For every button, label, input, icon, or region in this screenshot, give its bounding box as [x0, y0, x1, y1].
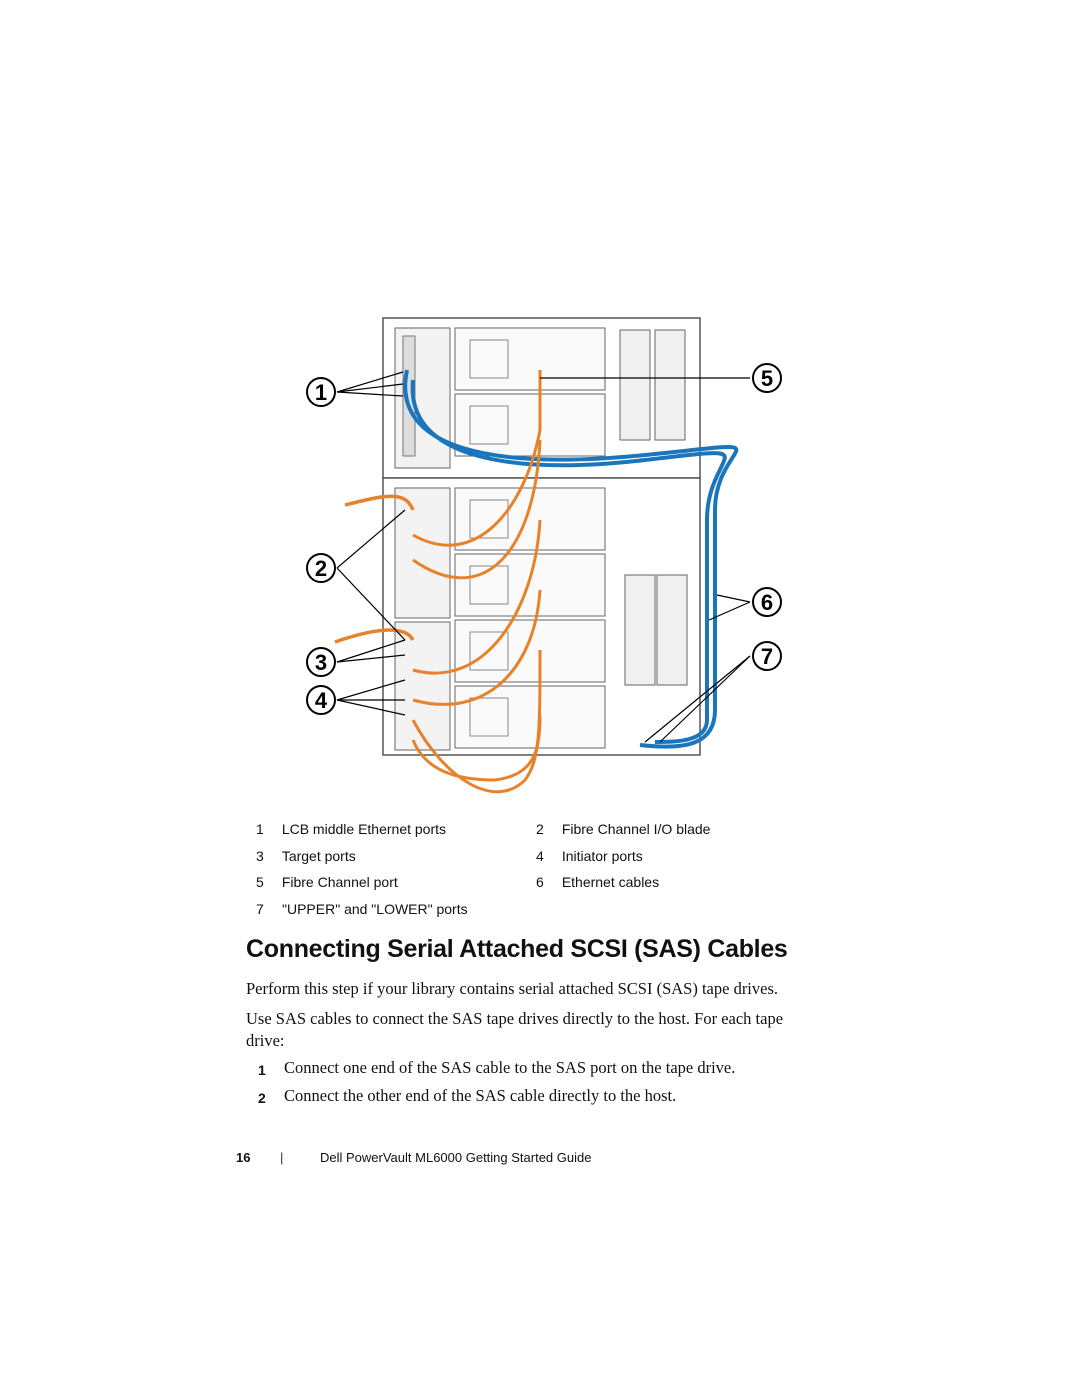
step-item: 1 Connect one end of the SAS cable to th…	[258, 1057, 818, 1081]
legend-number: 3	[256, 847, 264, 864]
callout-7-label: 7	[761, 644, 773, 669]
power-supply-3	[624, 574, 656, 686]
legend-text: Target ports	[281, 847, 356, 864]
callout-1	[306, 377, 336, 407]
step-text: Connect one end of the SAS cable to the …	[284, 1058, 736, 1077]
legend-row: 3 Target ports 4 Initiator ports	[250, 843, 810, 870]
legend-text: Initiator ports	[561, 847, 643, 864]
step-number: 1	[258, 1062, 266, 1078]
cabling-illustration: 1 2 3 4 5 6 7	[306, 317, 782, 794]
upper-drive-1	[454, 327, 606, 391]
ethernet-cable-lower	[410, 379, 727, 744]
callout-6-label: 6	[761, 590, 773, 615]
fibre-cable-a	[412, 370, 542, 547]
lower-drive-2	[454, 553, 606, 617]
callout-5-label: 5	[761, 366, 773, 391]
fibre-cable-e	[411, 649, 542, 794]
callout-5	[752, 363, 782, 393]
legend-number: 6	[536, 874, 544, 891]
fibre-cable-host-2	[334, 628, 415, 644]
callout-3	[306, 647, 336, 677]
callout-1-label: 1	[315, 380, 327, 405]
callout-2	[306, 553, 336, 583]
intro-paragraph: Perform this step if your library contai…	[246, 979, 779, 998]
fibre-cable-c	[412, 519, 542, 675]
page-footer: 16 | Dell PowerVault ML6000 Getting Star…	[236, 1150, 591, 1165]
footer-separator: |	[280, 1150, 284, 1165]
lower-drive-3	[454, 619, 606, 683]
power-supply-2	[654, 329, 686, 441]
callout-4	[306, 685, 336, 715]
section-heading: Connecting Serial Attached SCSI (SAS) Ca…	[246, 935, 788, 963]
figure-legend: 1 LCB middle Ethernet ports 2 Fibre Chan…	[250, 816, 810, 922]
legend-row: 7 "UPPER" and "LOWER" ports	[250, 896, 810, 923]
callout-6	[752, 587, 782, 617]
callout-leaders	[336, 371, 751, 743]
step-text: Connect the other end of the SAS cable d…	[284, 1086, 677, 1105]
legend-row: 5 Fibre Channel port 6 Ethernet cables	[250, 869, 810, 896]
legend-text: Fibre Channel port	[281, 874, 398, 891]
callout-2-label: 2	[315, 556, 327, 581]
legend-number: 1	[256, 821, 264, 838]
fibre-cable-host-1	[344, 494, 415, 511]
legend-text: LCB middle Ethernet ports	[281, 821, 447, 838]
step-item: 2 Connect the other end of the SAS cable…	[258, 1085, 818, 1109]
fibre-cable-b	[412, 439, 542, 580]
callout-4-label: 4	[315, 688, 328, 713]
fibre-cable-d	[412, 589, 542, 706]
legend-text: Ethernet cables	[561, 874, 660, 891]
power-supply-1	[619, 329, 651, 441]
power-supply-4	[656, 574, 688, 686]
legend-number: 7	[256, 900, 264, 917]
lower-drive-4	[454, 685, 606, 749]
fibre-cable-f	[411, 714, 542, 782]
fc-io-blade-1	[394, 487, 451, 619]
legend-number: 2	[536, 821, 544, 838]
callout-3-label: 3	[315, 650, 327, 675]
instruction-paragraph: Use SAS cables to connect the SAS tape d…	[246, 1009, 784, 1050]
footer-title: Dell PowerVault ML6000 Getting Started G…	[320, 1150, 592, 1165]
legend-text: "UPPER" and "LOWER" ports	[282, 900, 468, 917]
callout-badges: 1 2 3 4 5 6 7	[306, 363, 782, 715]
callout-7	[752, 641, 782, 671]
legend-number: 4	[536, 847, 544, 864]
legend-text: Fibre Channel I/O blade	[561, 821, 711, 838]
legend-row: 1 LCB middle Ethernet ports 2 Fibre Chan…	[250, 816, 810, 843]
upper-drive-2	[454, 393, 606, 457]
step-number: 2	[258, 1090, 266, 1106]
library-cabling-diagram: 1 2 3 4 5 6 7	[295, 310, 795, 810]
lower-drive-1	[454, 487, 606, 551]
page-number: 16	[236, 1150, 251, 1165]
legend-number: 5	[256, 874, 264, 891]
fc-io-blade-2	[394, 621, 451, 751]
